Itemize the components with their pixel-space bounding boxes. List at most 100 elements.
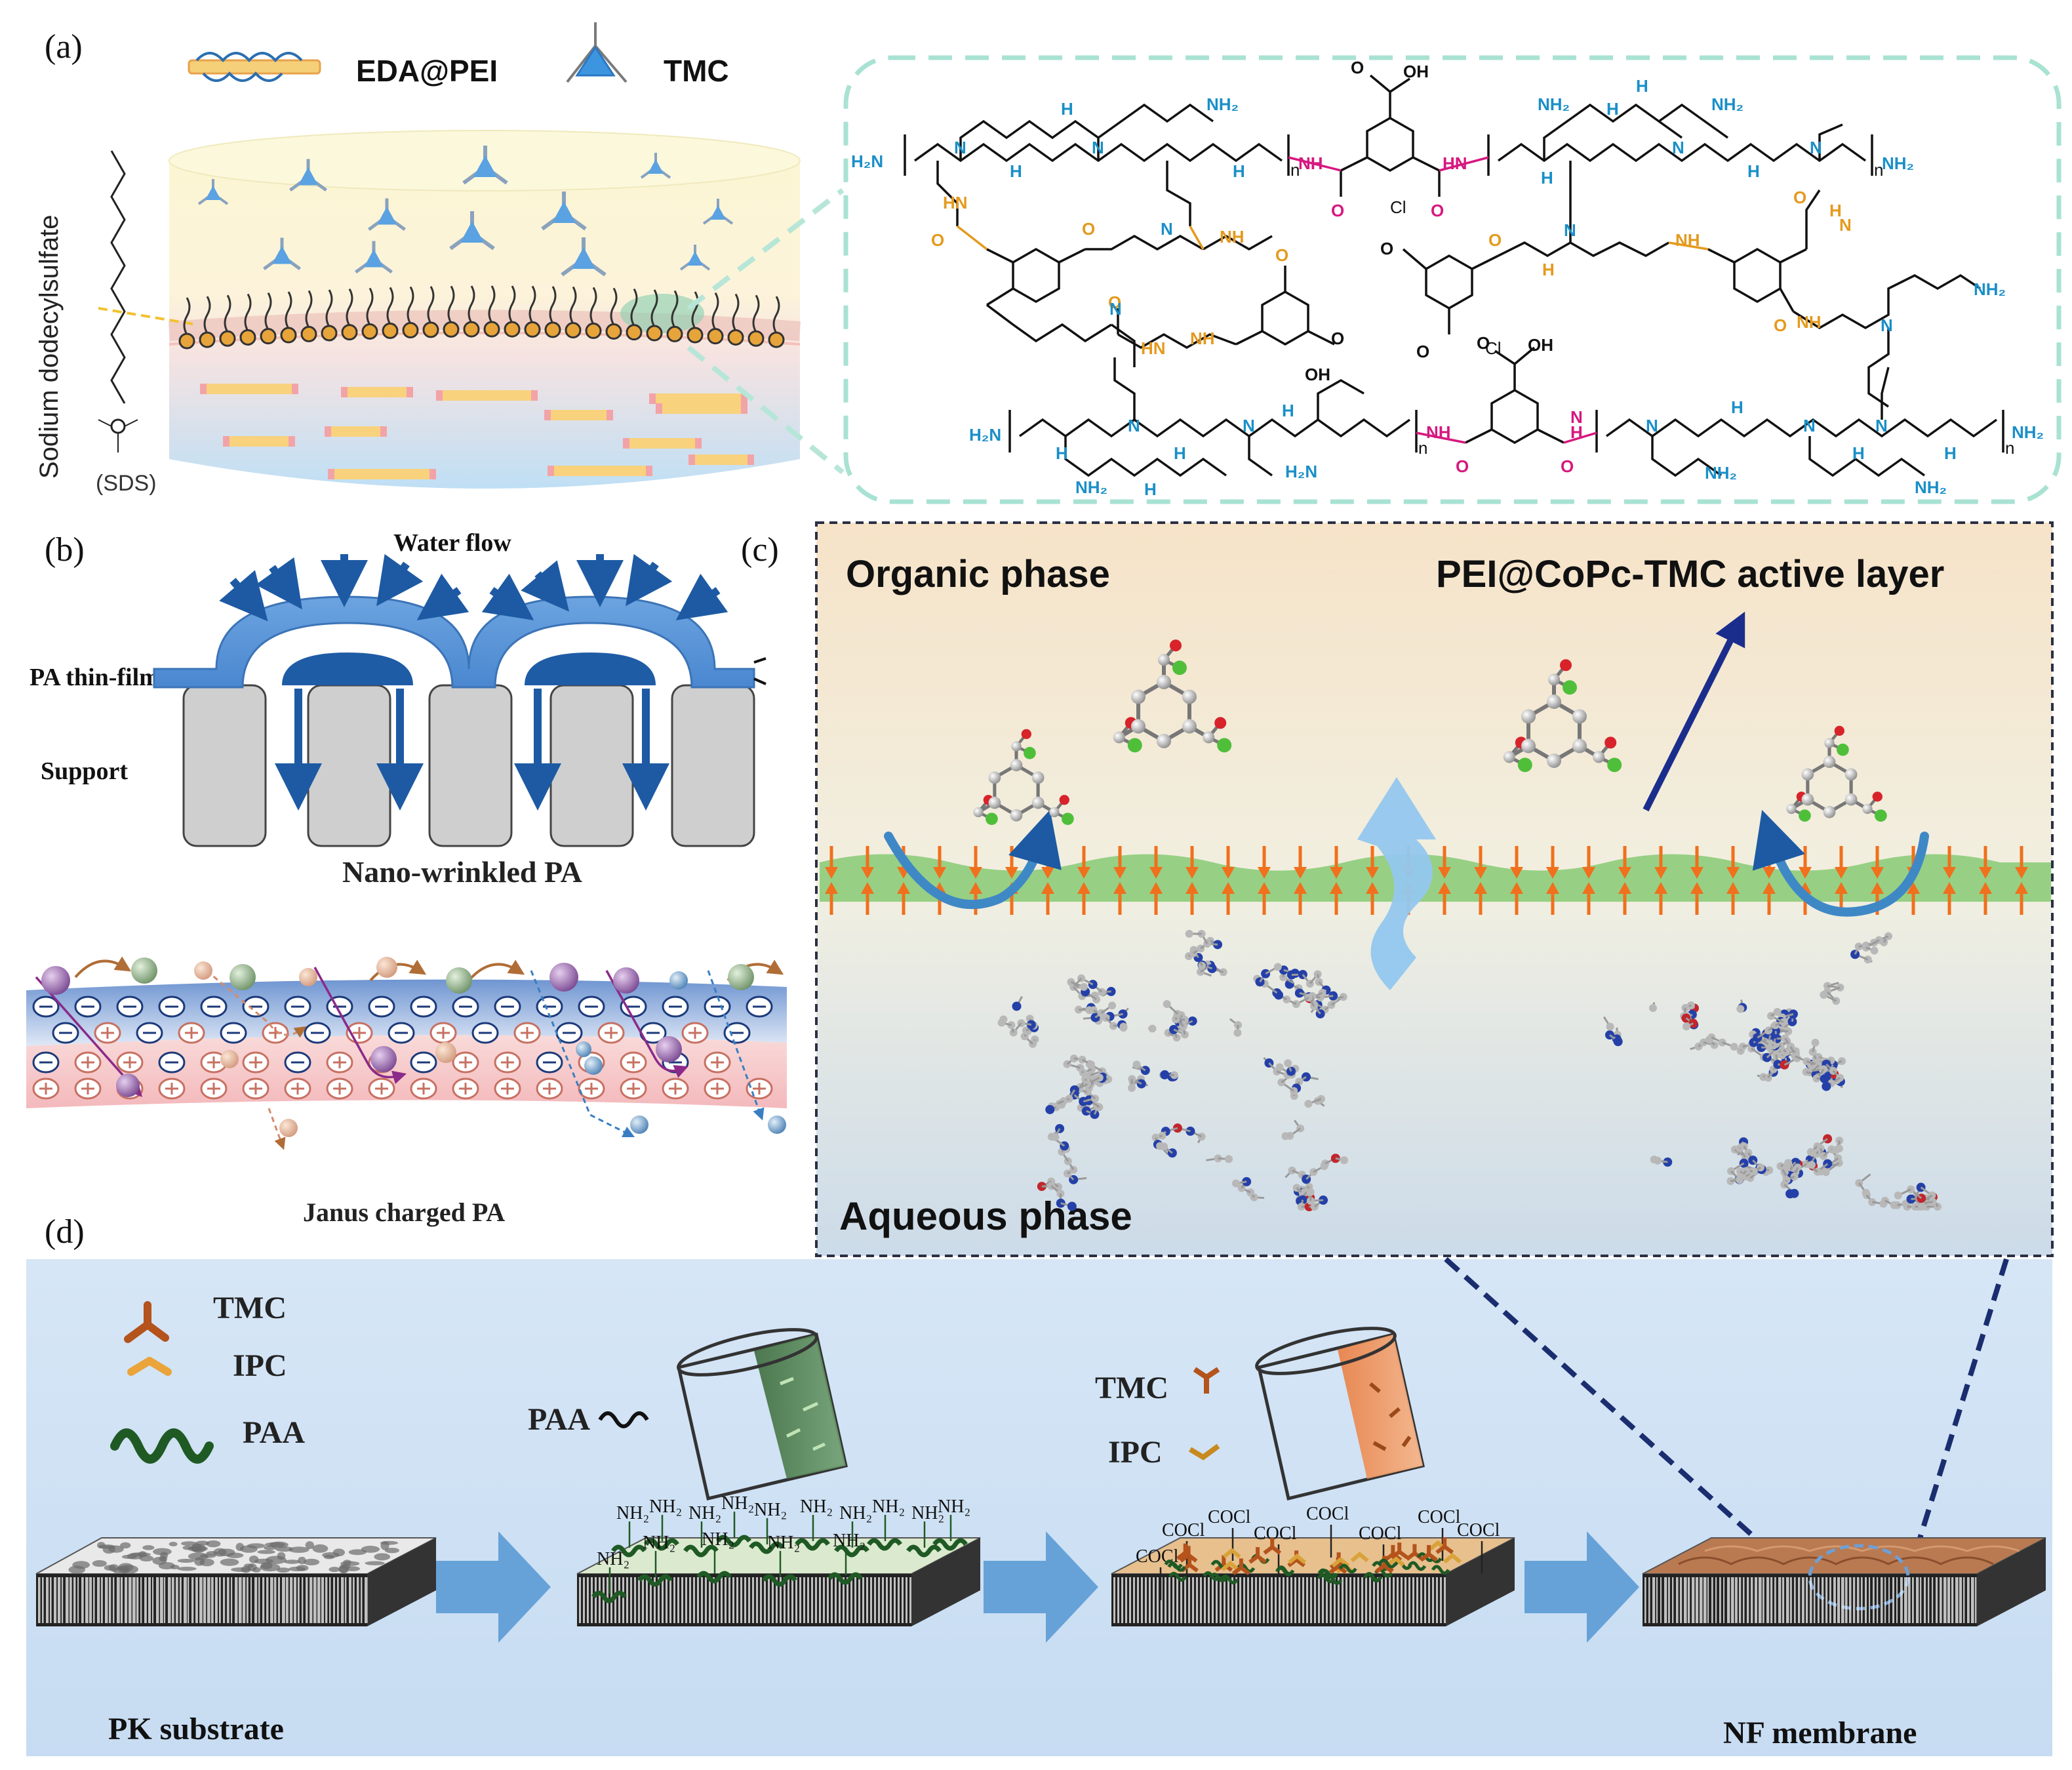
tmc-triangle <box>368 198 406 231</box>
pei-copc-molecule <box>1603 932 1942 1211</box>
tmc-legend-icon <box>566 22 628 83</box>
interface-arrow-pair <box>1726 846 1740 915</box>
nano-wrinkled-pa-label: Nano-wrinkled PA <box>342 855 582 889</box>
paa-chain: NH₂ <box>749 1500 787 1554</box>
positive-charge <box>178 1022 205 1044</box>
tmc-molecule <box>1220 1558 1250 1584</box>
chem-amine-h: H <box>1010 161 1022 181</box>
zoom-connector <box>687 188 845 475</box>
ipc-molecule <box>1209 1560 1240 1582</box>
sds-surfactant <box>687 291 704 344</box>
chem-amine-h: H <box>1282 401 1294 420</box>
ions <box>41 957 786 1137</box>
pei-tmc-chemical-structure: H₂N N N H H NH₂ H n NH HN O O O OH NH₂ H… <box>851 58 2044 499</box>
legend-paa-icon <box>110 1428 214 1464</box>
sds-name-label: Sodium dodecylsulfate <box>35 215 64 479</box>
beaker-paa <box>677 1328 848 1501</box>
eda-pei-chain <box>200 384 298 394</box>
negative-charge <box>284 996 311 1018</box>
tmc-triangle <box>702 199 734 225</box>
positive-charge <box>597 1022 625 1044</box>
positive-charge <box>429 1022 457 1044</box>
negative-charge <box>662 996 689 1018</box>
positive-charge <box>578 1077 605 1100</box>
negative-charge <box>494 996 521 1018</box>
chem-amine-h: H <box>1541 168 1553 188</box>
chem-oxygen: O <box>1275 245 1288 265</box>
panel-c: (c) Organic phase PEI@CoPc-TMC active la… <box>741 521 2054 1589</box>
interface-arrow-pair <box>1943 846 1956 915</box>
eda-pei-chain <box>548 466 652 476</box>
acyl-block-pores <box>1113 1577 1446 1623</box>
eda-pei-chain <box>223 436 295 447</box>
chem-oxygen: O <box>1331 329 1344 348</box>
tmc-triangle <box>462 146 508 185</box>
positive-charge <box>326 1077 353 1100</box>
negative-charge <box>158 996 186 1018</box>
paa-chain: NH₂ <box>834 1503 872 1558</box>
chem-amine-n: N <box>1839 215 1852 235</box>
positive-charge <box>620 1077 647 1100</box>
active-layer-arrow <box>1643 611 1745 812</box>
nf-membrane-pores <box>1644 1577 1977 1623</box>
nh2-label: NH₂ <box>911 1503 944 1523</box>
tmc-triangle <box>679 245 711 271</box>
cocl-site: COCl <box>1306 1504 1349 1558</box>
chem-hydroxyl: OH <box>1305 365 1330 384</box>
negative-charge <box>452 996 479 1018</box>
chem-amine-h: H <box>1144 479 1157 499</box>
chem-amine-h: H <box>1570 422 1583 442</box>
beaker-paa-wavy-icon <box>598 1411 649 1428</box>
ipc-molecule <box>1431 1552 1462 1575</box>
positive-charge <box>662 1077 689 1100</box>
positive-charge <box>410 1077 437 1100</box>
pei-copc-molecule <box>997 929 1348 1211</box>
cocl-site: COCl <box>1254 1523 1297 1577</box>
janus-charged-pa-label: Janus charged PA <box>303 1197 505 1227</box>
chem-amine-h: H <box>1829 201 1842 220</box>
interface-arrow-pair <box>1222 846 1235 915</box>
negative-charge <box>368 996 395 1018</box>
pk-substrate-texture <box>68 1540 400 1574</box>
negative-charge <box>136 1022 163 1044</box>
legend-paa-label: PAA <box>243 1415 305 1450</box>
sds-surfactant <box>178 297 195 350</box>
interface-arrow-pair <box>1294 846 1307 915</box>
eda-pei-chain <box>436 390 538 401</box>
panel-d: (d) TMC IPC PAA PAA TMC <box>26 1213 2052 1756</box>
chem-amine-h: H <box>1174 443 1186 463</box>
chem-amine-n: N <box>1810 138 1822 157</box>
positive-charge <box>32 1077 60 1100</box>
eda-pei-chain <box>688 454 754 465</box>
interface-layer <box>820 854 2051 902</box>
chem-amine-h: H <box>1233 161 1245 181</box>
chem-amide-nh: NH <box>1220 227 1245 247</box>
water-flow-arrows <box>219 553 728 811</box>
tmc-triangle <box>289 159 327 192</box>
chem-amine-n: N <box>954 138 966 157</box>
sds-surfactant <box>239 293 256 346</box>
paa-chain: NH₂ <box>637 1533 675 1587</box>
interface-arrow-pair <box>1077 846 1090 915</box>
beaker-tmc-ipc <box>1255 1327 1425 1501</box>
chem-chlorine: Cl <box>1390 197 1406 217</box>
chem-amine-n: N <box>1803 416 1816 435</box>
chem-amine-end: NH₂ <box>1075 477 1107 497</box>
chem-oxygen: O <box>1488 230 1502 250</box>
chem-amine-end: NH₂ <box>2012 422 2044 442</box>
positive-charge <box>242 1051 269 1074</box>
tmc-triangle <box>355 241 393 274</box>
legend-ipc-icon <box>127 1357 172 1376</box>
negative-charge <box>471 1022 499 1044</box>
sds-surfactant <box>443 285 460 338</box>
chem-oxygen: O <box>1456 456 1469 476</box>
chem-amine-h: H <box>1944 443 1957 463</box>
tmc-molecule <box>1363 1556 1393 1583</box>
chem-oxygen: O <box>1431 201 1444 220</box>
zoom-structure-frame <box>843 55 2062 504</box>
diffusion-arrow-wavy <box>1357 777 1436 990</box>
sds-surfactant <box>422 286 439 338</box>
sds-surfactant <box>463 285 480 338</box>
chem-amide-nh: NH <box>1426 422 1451 442</box>
